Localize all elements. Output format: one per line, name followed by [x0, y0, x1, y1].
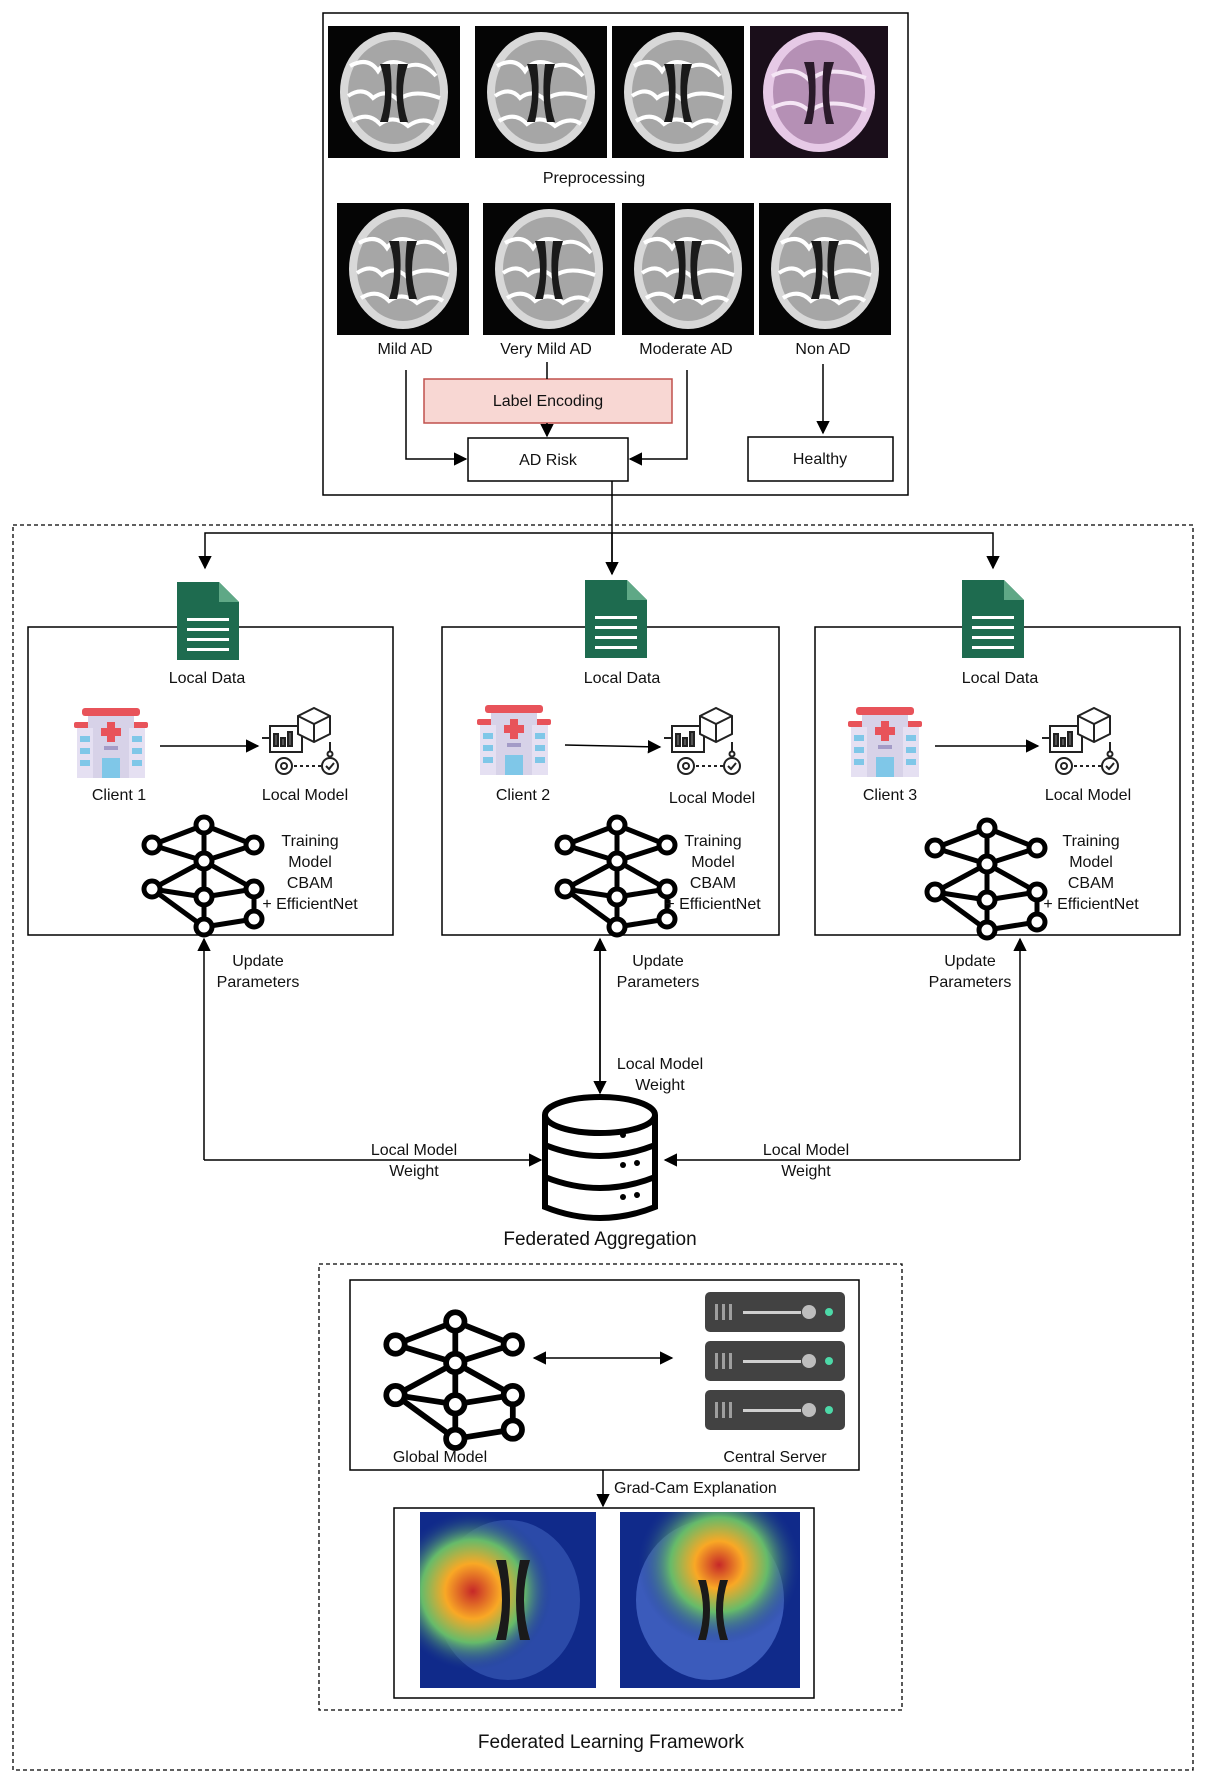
global-server-box	[349, 1279, 860, 1471]
svg-text:Update: Update	[944, 953, 996, 970]
federated-aggregation-database-icon	[545, 1097, 655, 1218]
client-3-hospital-icon	[848, 707, 922, 777]
ad-risk-box	[467, 437, 629, 482]
svg-text:Training: Training	[281, 833, 338, 850]
client-2-local-model-icon	[663, 707, 741, 775]
class-label-moderate: Moderate AD	[639, 341, 732, 358]
svg-text:Training: Training	[1062, 833, 1119, 850]
local-model-weight-labels: Local Model Weight Local Model Weight Lo…	[371, 1056, 849, 1180]
preprocessing-arrows	[198, 362, 1000, 576]
svg-text:Parameters: Parameters	[929, 974, 1012, 991]
global-model-label: Global Model	[393, 1449, 487, 1466]
svg-text:Update: Update	[632, 953, 684, 970]
svg-text:+ EfficientNet: + EfficientNet	[262, 896, 358, 913]
label-encoding-text: Label Encoding	[493, 393, 603, 410]
client-1-neural-network-icon	[144, 817, 262, 935]
client-1-training-text: Training Model CBAM + EfficientNet	[262, 833, 358, 913]
hospital-to-model-arrows	[160, 739, 1040, 754]
label-encoding-box	[423, 378, 673, 424]
ad-risk-text: AD Risk	[519, 452, 578, 469]
update-parameters-labels: Update Parameters Update Parameters Upda…	[217, 953, 1012, 991]
gradcam-heatmap-2	[620, 1512, 800, 1688]
central-server-icon	[705, 1292, 845, 1430]
gradcam-panel	[393, 1507, 815, 1699]
local-data-document-icon	[962, 580, 1024, 658]
client-1-local-model-icon	[261, 707, 339, 775]
svg-text:CBAM: CBAM	[1068, 875, 1114, 892]
client-1-name: Client 1	[92, 787, 146, 804]
class-label-non: Non AD	[795, 341, 850, 358]
federated-learning-framework-label: Federated Learning Framework	[478, 1732, 745, 1753]
healthy-text: Healthy	[793, 451, 847, 468]
client-2-local-model-label: Local Model	[669, 790, 755, 807]
client-1-local-model-label: Local Model	[262, 787, 348, 804]
svg-text:Parameters: Parameters	[217, 974, 300, 991]
federated-framework-frame	[12, 524, 1194, 1771]
svg-text:Update: Update	[232, 953, 284, 970]
svg-text:Weight: Weight	[635, 1077, 685, 1094]
svg-text:Model: Model	[288, 854, 332, 871]
svg-text:CBAM: CBAM	[690, 875, 736, 892]
client-2-name: Client 2	[496, 787, 550, 804]
svg-text:+ EfficientNet: + EfficientNet	[665, 896, 761, 913]
svg-text:Model: Model	[691, 854, 735, 871]
client-1-hospital-icon	[74, 708, 148, 778]
client-2-training-text: Training Model CBAM + EfficientNet	[665, 833, 761, 913]
preprocessing-panel	[322, 12, 909, 496]
raw-mri-row	[326, 24, 888, 160]
federated-aggregation-label: Federated Aggregation	[503, 1229, 696, 1250]
svg-text:Training: Training	[684, 833, 741, 850]
healthy-box	[747, 436, 894, 482]
central-server-label: Central Server	[723, 1449, 827, 1466]
svg-text:Local Model: Local Model	[371, 1142, 457, 1159]
client-2-local-data-label: Local Data	[584, 670, 661, 687]
client-1-local-data-label: Local Data	[169, 670, 246, 687]
class-label-very-mild: Very Mild AD	[500, 341, 592, 358]
client-3-name: Client 3	[863, 787, 917, 804]
client-3-local-data-label: Local Data	[962, 670, 1039, 687]
client-3-local-model-label: Local Model	[1045, 787, 1131, 804]
client-3-local-model-icon	[1041, 707, 1119, 775]
svg-text:Weight: Weight	[781, 1163, 831, 1180]
aggregation-arrows	[197, 937, 1027, 1167]
svg-text:+ EfficientNet: + EfficientNet	[1043, 896, 1139, 913]
local-data-document-icon	[585, 580, 647, 658]
client-3-training-text: Training Model CBAM + EfficientNet	[1043, 833, 1139, 913]
client-2-hospital-icon	[477, 705, 551, 775]
class-label-mild: Mild AD	[377, 341, 432, 358]
local-data-document-icon	[177, 582, 239, 660]
client-3-neural-network-icon	[927, 820, 1045, 938]
svg-text:Local Model: Local Model	[617, 1056, 703, 1073]
svg-text:Model: Model	[1069, 854, 1113, 871]
global-model-neural-network-icon	[386, 1312, 522, 1448]
gradcam-heatmap-1	[420, 1512, 596, 1688]
gradcam-label: Grad-Cam Explanation	[614, 1480, 777, 1497]
svg-text:Parameters: Parameters	[617, 974, 700, 991]
global-model-frame	[318, 1263, 903, 1711]
svg-text:Local Model: Local Model	[763, 1142, 849, 1159]
svg-text:CBAM: CBAM	[287, 875, 333, 892]
svg-text:Weight: Weight	[389, 1163, 439, 1180]
processed-mri-row	[335, 201, 893, 337]
client-2-neural-network-icon	[557, 817, 675, 935]
preprocessing-label: Preprocessing	[543, 170, 645, 187]
